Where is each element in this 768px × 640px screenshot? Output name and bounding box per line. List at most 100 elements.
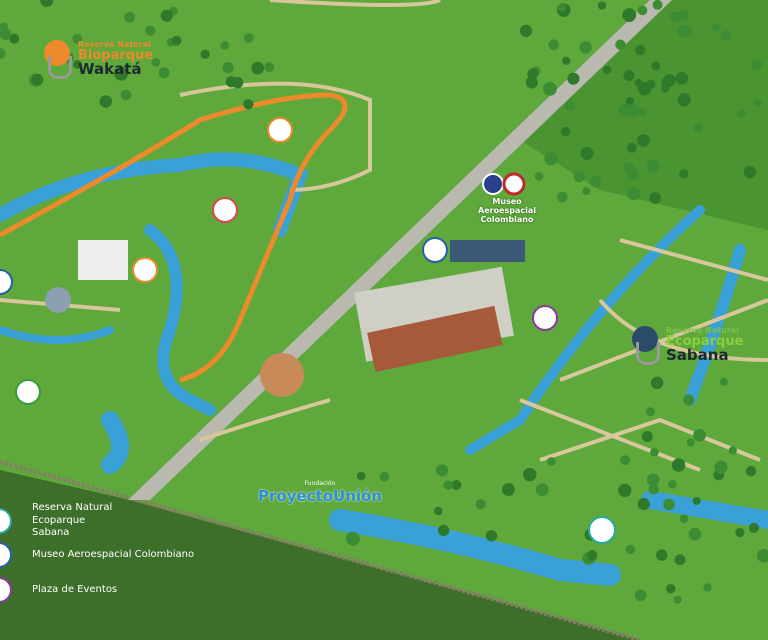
tree: [677, 24, 690, 37]
tree: [124, 11, 136, 23]
aviation-shield-icon: [502, 172, 526, 196]
tree: [671, 458, 686, 472]
tree: [579, 41, 592, 54]
legend-item-plaza[interactable]: Plaza de Eventos: [0, 577, 117, 603]
tree: [251, 61, 265, 75]
tree: [345, 531, 360, 546]
tree: [567, 72, 580, 85]
tree: [646, 407, 655, 417]
tree: [560, 126, 571, 137]
tree: [586, 550, 598, 561]
air-force-emblem-icon: [482, 173, 504, 195]
lower-dark-area: [0, 470, 640, 640]
tree: [243, 99, 254, 110]
tree: [666, 583, 676, 594]
tree: [637, 134, 650, 147]
tree: [562, 56, 571, 65]
tree: [703, 583, 712, 592]
marker-duck[interactable]: [588, 516, 616, 544]
tree: [623, 69, 635, 82]
tree: [650, 376, 664, 390]
tree: [748, 522, 760, 533]
duck-icon: [0, 507, 12, 534]
tree: [646, 473, 660, 487]
tree: [663, 498, 675, 511]
tree: [634, 589, 647, 602]
globe-sculpture: [45, 287, 71, 313]
tree: [641, 431, 653, 442]
tree: [743, 165, 757, 179]
tree: [222, 61, 234, 74]
tree: [622, 8, 637, 23]
tree: [564, 100, 575, 111]
tree: [475, 498, 486, 510]
marker-zoo[interactable]: [267, 117, 293, 143]
tree: [9, 33, 20, 44]
tree: [679, 169, 689, 179]
tree: [502, 483, 515, 496]
tree: [99, 95, 113, 108]
legend-label: Plaza de Eventos: [32, 583, 118, 595]
tree: [656, 549, 668, 561]
tree: [674, 554, 686, 566]
tree: [519, 24, 533, 38]
tree: [525, 76, 538, 89]
marker-taj-mahal[interactable]: [132, 257, 158, 283]
marker-airplane[interactable]: [422, 237, 448, 263]
tree: [693, 428, 706, 442]
tree: [683, 394, 695, 406]
tree: [114, 66, 128, 81]
tree: [580, 146, 594, 160]
tree: [668, 480, 677, 489]
logo-line1: Fundación: [304, 480, 336, 487]
logo-line2: Ecoparque: [666, 334, 744, 349]
tree: [620, 455, 630, 466]
tree: [677, 9, 689, 21]
tree: [728, 446, 737, 455]
tree: [688, 527, 702, 541]
tree: [737, 109, 747, 118]
logo-line1: Reserva Natural: [78, 40, 151, 49]
tree: [597, 1, 607, 10]
marker-water[interactable]: [0, 269, 13, 295]
logo-line2: ProyectoUnión: [258, 487, 382, 505]
tree: [625, 544, 636, 555]
tree: [437, 524, 450, 537]
marker-restaurant[interactable]: [212, 197, 238, 223]
tree: [443, 480, 453, 490]
trees: [0, 0, 768, 604]
tree: [356, 471, 366, 481]
legend-label: Reserva Natural Ecoparque Sabana: [32, 502, 113, 538]
railway: [0, 460, 641, 640]
aerospace-museum-building: [450, 240, 525, 262]
tree: [0, 22, 9, 32]
tree: [679, 514, 689, 523]
tree: [719, 377, 728, 386]
tree: [171, 35, 182, 46]
blue-hand-emblem-icon: [632, 326, 662, 365]
tree: [648, 483, 659, 495]
tree: [151, 58, 161, 67]
tree: [544, 151, 558, 166]
tree: [379, 471, 390, 482]
legend-item-ecoparque[interactable]: Reserva Natural Ecoparque Sabana: [0, 502, 122, 540]
taj-mahal-replica: [78, 240, 128, 280]
tree: [557, 3, 567, 12]
marker-park[interactable]: [15, 379, 41, 405]
legend-item-museo[interactable]: Museo Aeroespacial Colombiano: [0, 542, 194, 568]
marker-plaza-eventos[interactable]: [532, 305, 558, 331]
tree: [231, 76, 244, 89]
tree: [626, 103, 640, 118]
tree: [650, 447, 659, 457]
rivers: [0, 152, 768, 586]
tree: [120, 89, 132, 101]
airplane-icon: [0, 542, 12, 568]
tree: [646, 159, 660, 173]
tree: [435, 464, 449, 477]
tree: [675, 72, 689, 85]
tree: [753, 98, 763, 107]
label-museo-aeroespacial: Museo Aeroespacial Colombiano: [478, 197, 536, 224]
tree: [651, 61, 661, 71]
tree: [160, 9, 173, 22]
